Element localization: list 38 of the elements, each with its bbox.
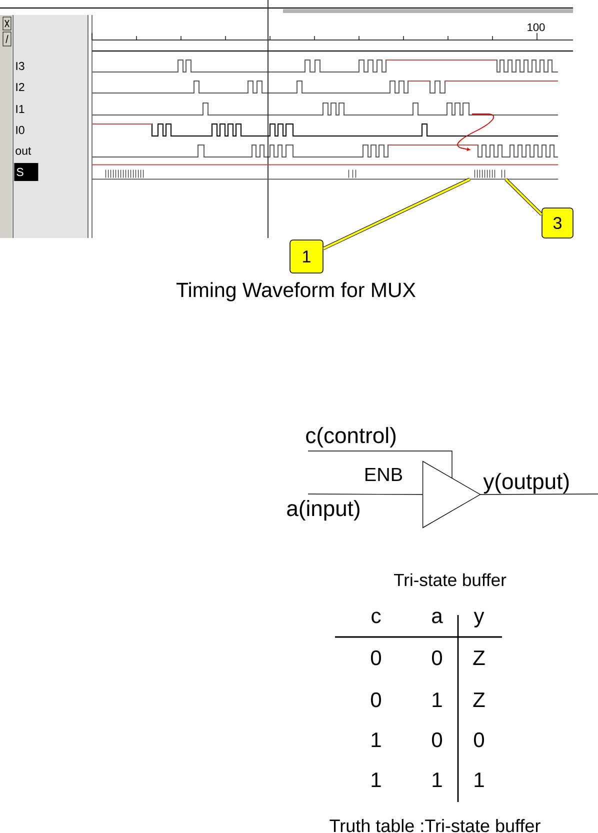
wire-label: c(control) (306, 427, 396, 448)
wire (308, 450, 452, 479)
signal-name: I0 (16, 126, 24, 134)
callout-number: 1 (290, 240, 324, 274)
truth-value: 1 (474, 772, 484, 787)
column-header: y (474, 612, 484, 628)
selected-signal-name: S (14, 163, 38, 181)
signal-name: I3 (16, 62, 24, 70)
caption: Timing Waveform for MUX (176, 282, 416, 302)
truth-value: 0 (432, 732, 442, 748)
wire (308, 494, 424, 495)
truth-value: 1 (372, 732, 381, 747)
truth-value: 0 (370, 650, 382, 666)
leader-line (504, 178, 543, 216)
caption: Truth table :Tri-state buffer (330, 818, 540, 832)
callout-number: 3 (542, 208, 574, 238)
leader-line (322, 178, 470, 250)
truth-value: 1 (432, 772, 442, 787)
truth-value: 1 (432, 692, 442, 707)
wire-label: a(input) (287, 500, 360, 521)
signal-name: I1 (16, 105, 24, 113)
truth-value: Z (473, 692, 485, 707)
truth-value: 0 (474, 732, 484, 748)
truth-value: 1 (372, 772, 381, 787)
column-header: c (372, 612, 381, 624)
truth-value: Z (473, 650, 485, 665)
signal-name: out (16, 147, 32, 155)
truth-value: 0 (432, 650, 442, 666)
signal-name: I2 (16, 83, 24, 92)
time-label: 100 (528, 23, 545, 32)
pin-label: ENB (366, 468, 402, 481)
caption: Tri-state buffer (394, 573, 506, 586)
wire-label: y(output) (483, 473, 569, 494)
truth-value: 0 (370, 692, 382, 708)
column-header: a (432, 612, 443, 624)
bus-waveform (91, 164, 559, 180)
wire (480, 494, 598, 495)
buffer-triangle (422, 460, 481, 528)
